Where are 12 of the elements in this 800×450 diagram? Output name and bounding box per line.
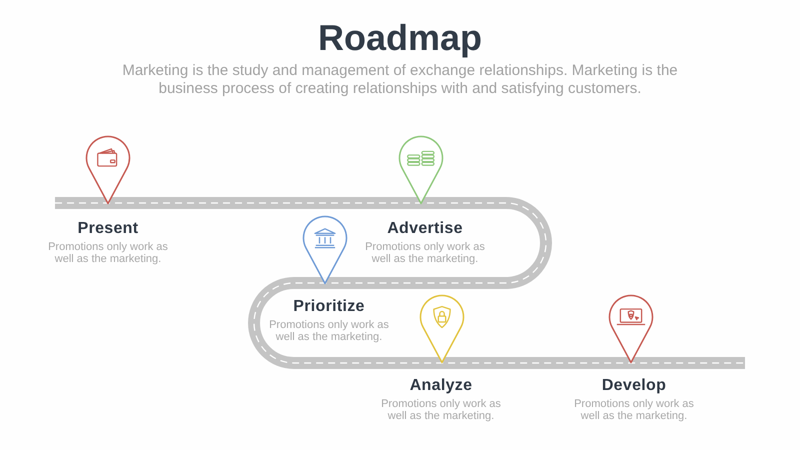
milestone-heading: Develop [600,376,668,396]
milestone-heading: Present [76,219,140,239]
milestone-heading: Advertise [386,219,464,239]
subtitle: Marketing is the study and management of exchange relationships. Marketing is the business process of creating relationships with and satisfying customers. [121,62,679,98]
milestone-description: Promotions only work as well as the marketing. [47,241,169,265]
title: Roadmap [316,16,484,60]
milestone-heading: Prioritize [292,297,366,317]
milestone-description: Promotions only work as well as the marketing. [364,241,486,265]
milestone-description: Promotions only work as well as the marketing. [268,319,390,343]
milestone-description: Promotions only work as well as the marketing. [573,398,695,422]
milestone-description: Promotions only work as well as the marketing. [380,398,502,422]
milestone-heading: Analyze [408,376,474,396]
